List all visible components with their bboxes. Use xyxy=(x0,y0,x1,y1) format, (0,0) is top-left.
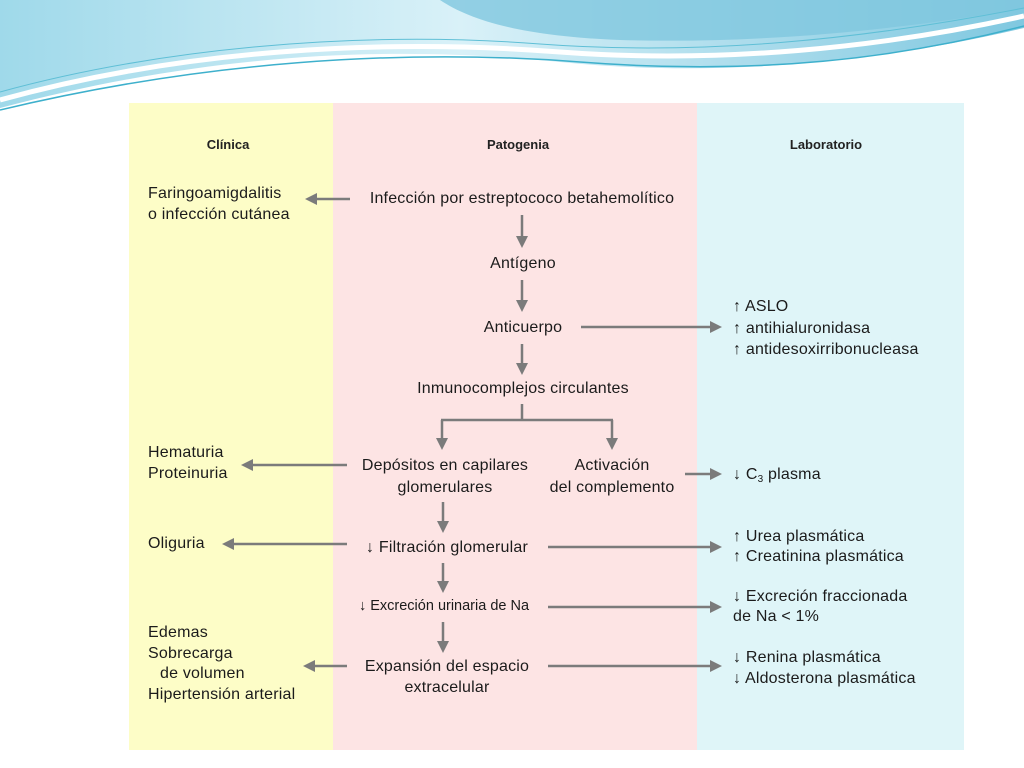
laboratorio-urea-line: ↑ Urea plasmática xyxy=(733,528,865,545)
patogenia-header: Patogenia xyxy=(486,137,550,152)
laboratorio-c3-subscript: 3 xyxy=(757,474,764,485)
laboratorio-c3-suffix: plasma xyxy=(763,466,821,483)
clinica-hipertension-line: Hipertensión arterial xyxy=(148,686,296,704)
patogenia-depositos-line: Depósitos en capilares xyxy=(361,457,529,474)
patogenia-expansion-block: Expansión del espacio extracelular xyxy=(352,656,542,698)
laboratorio-creatinina-line: ↑ Creatinina plasmática xyxy=(733,548,904,565)
patogenia-inmunocomplejos: Inmunocomplejos circulantes xyxy=(417,380,629,397)
clinica-faringo-line: o infección cutánea xyxy=(148,206,290,223)
patogenia-column xyxy=(333,103,697,750)
laboratorio-aldosterona-line: ↓ Aldosterona plasmática xyxy=(733,670,916,687)
patogenia-activacion-block: Activación del complemento xyxy=(542,455,682,499)
patogenia-activacion-line: del complemento xyxy=(549,479,675,496)
laboratorio-antidesoxirribonucleasa-line: ↑ antidesoxirribonucleasa xyxy=(733,341,919,358)
patogenia-expansion-line: extracelular xyxy=(404,679,490,696)
patogenia-expansion-line: Expansión del espacio xyxy=(364,658,530,675)
laboratorio-excrecion-line: ↓ Excreción fraccionada xyxy=(733,588,908,605)
clinica-hematuria-block: Hematuria Proteinuria xyxy=(148,442,228,484)
laboratorio-urea-block: ↑ Urea plasmática ↑ Creatinina plasmátic… xyxy=(733,527,904,567)
patogenia-activacion-line: Activación xyxy=(574,457,650,474)
laboratorio-renina-line: ↓ Renina plasmática xyxy=(733,649,881,666)
clinica-volumen-line: de volumen xyxy=(160,665,245,683)
patogenia-anticuerpo: Anticuerpo xyxy=(483,319,563,336)
laboratorio-c3-prefix: ↓ C xyxy=(733,466,758,483)
laboratorio-antihialuronidasa-line: ↑ antihialuronidasa xyxy=(733,319,871,337)
patogenia-depositos-line: glomerulares xyxy=(397,479,493,496)
laboratorio-c3: ↓ C3 plasma xyxy=(733,464,821,485)
laboratorio-anticuerpos-block: ↑ ASLO ↑ antihialuronidasa ↑ antidesoxir… xyxy=(733,296,919,361)
clinica-column xyxy=(129,103,333,750)
patogenia-excrecion: ↓ Excreción urinaria de Na xyxy=(358,598,530,614)
patogenia-infeccion: Infección por estreptococo betahemolític… xyxy=(369,190,675,207)
clinica-hematuria-line: Hematuria xyxy=(148,444,224,461)
header-wave-decoration xyxy=(0,0,1024,111)
clinica-sobrecarga-line: Sobrecarga xyxy=(148,644,233,662)
patogenia-depositos-block: Depósitos en capilares glomerulares xyxy=(355,455,535,499)
clinica-edemas-line: Edemas xyxy=(148,624,208,641)
laboratorio-aslo-line: ↑ ASLO xyxy=(733,298,789,315)
clinica-oliguria: Oliguria xyxy=(148,535,205,552)
clinica-faringo-line: Faringoamigdalitis xyxy=(148,185,282,202)
patogenia-antigeno: Antígeno xyxy=(490,255,556,272)
laboratorio-header: Laboratorio xyxy=(789,137,863,152)
clinica-edemas-block: Edemas Sobrecarga de volumen Hipertensió… xyxy=(148,623,295,706)
laboratorio-excrecion-line: de Na < 1% xyxy=(733,608,820,625)
laboratorio-renina-block: ↓ Renina plasmática ↓ Aldosterona plasmá… xyxy=(733,647,916,689)
clinica-header: Clínica xyxy=(206,137,250,152)
laboratorio-excrecion-block: ↓ Excreción fraccionada de Na < 1% xyxy=(733,587,907,627)
clinica-proteinuria-line: Proteinuria xyxy=(148,465,228,482)
patogenia-filtracion: ↓ Filtración glomerular xyxy=(366,539,528,556)
laboratorio-column xyxy=(697,103,964,750)
clinica-faringo-block: Faringoamigdalitis o infección cutánea xyxy=(148,183,290,225)
